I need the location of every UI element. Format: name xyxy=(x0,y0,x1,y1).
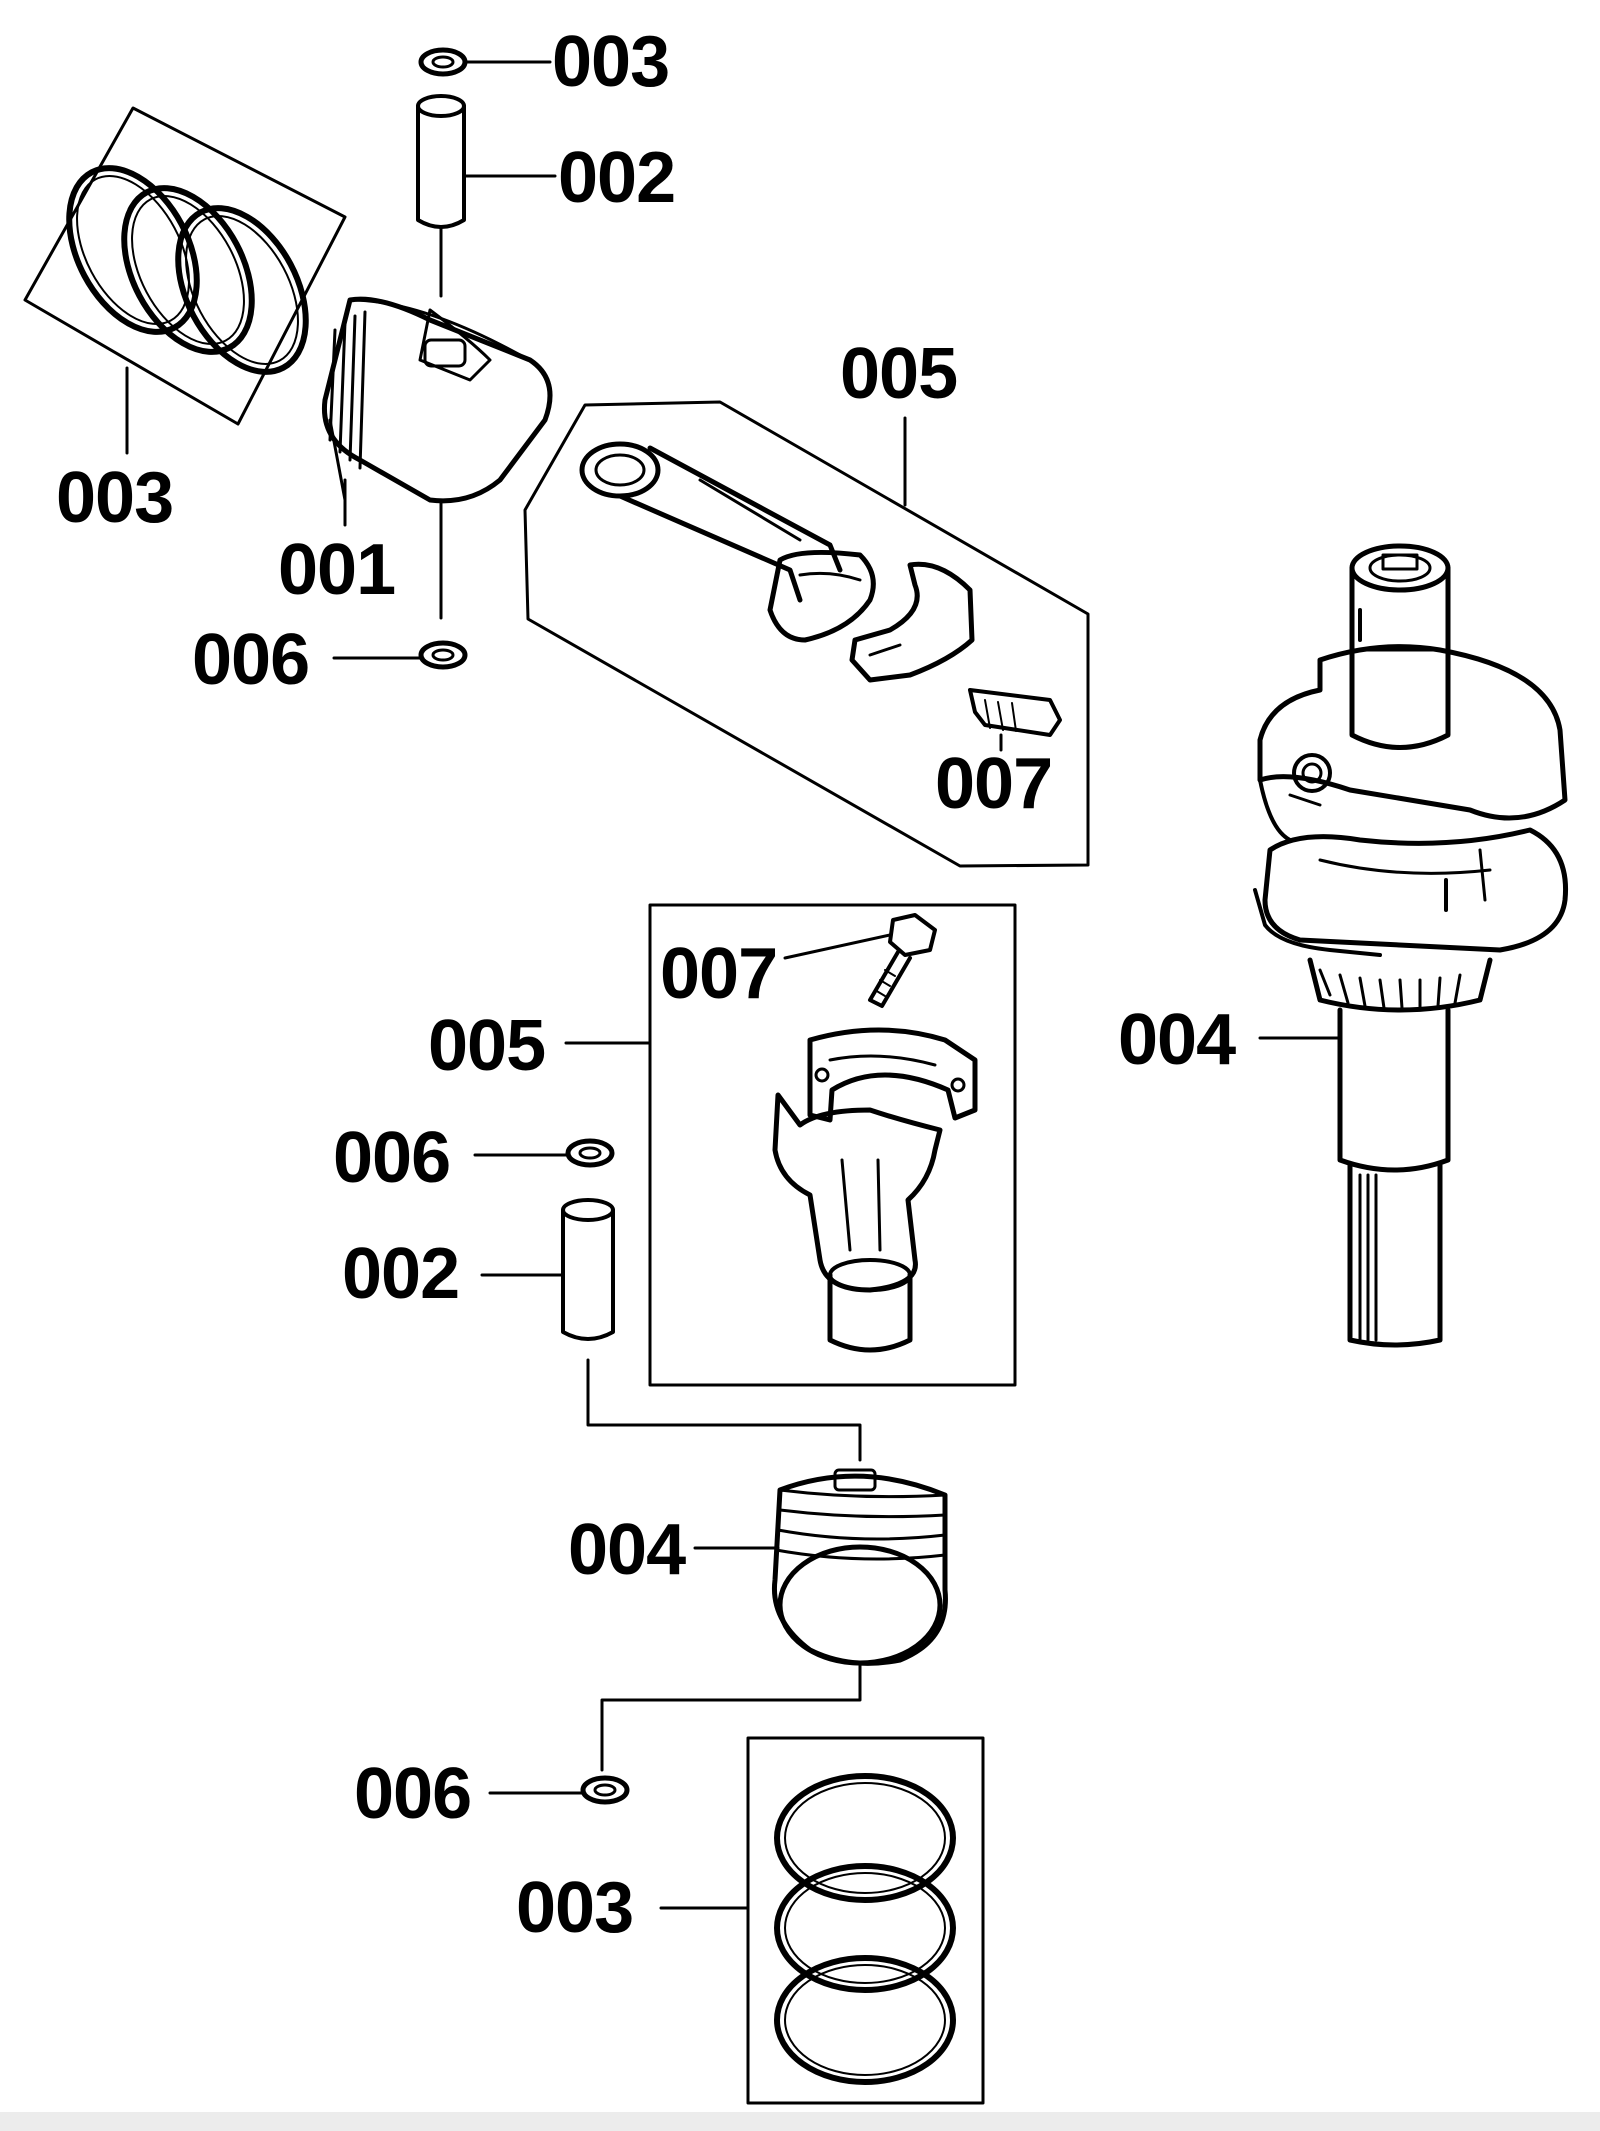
callout-crankshaft: 004 xyxy=(1118,1000,1236,1080)
callout-top-lower-circlip: 006 xyxy=(192,620,310,700)
top-pin-icon xyxy=(416,94,557,298)
bottom-piston-icon xyxy=(600,1468,948,1772)
bottom-lower-circlip-icon xyxy=(488,1775,630,1805)
callout-bottom-pin: 002 xyxy=(342,1234,460,1314)
bottom-ring-set-icon xyxy=(659,1736,985,2105)
crankshaft-icon xyxy=(1253,543,1569,1348)
top-lower-circlip-icon xyxy=(332,640,468,670)
top-piston-icon xyxy=(321,296,553,620)
callout-bottom-piston: 004 xyxy=(568,1510,686,1590)
callout-top-conrod-bolt: 007 xyxy=(935,744,1053,824)
bottom-pin-icon xyxy=(480,1198,862,1462)
callout-bottom-conrod: 005 xyxy=(428,1006,546,1086)
callout-top-piston: 001 xyxy=(278,530,396,610)
callout-top-pin: 002 xyxy=(558,138,676,218)
callout-bottom-lower-circlip: 006 xyxy=(354,1754,472,1834)
footer-band xyxy=(0,2112,1600,2131)
bottom-upper-circlip-icon xyxy=(473,1138,615,1168)
callout-bottom-ring-set: 003 xyxy=(516,1868,634,1948)
bottom-conrod-icon xyxy=(564,903,1017,1387)
top-ring-set-icon xyxy=(23,106,347,455)
callout-top-conrod: 005 xyxy=(840,334,958,414)
callout-top-circlip: 003 xyxy=(552,22,670,102)
callout-top-ring-set: 003 xyxy=(56,458,174,538)
top-circlip-icon xyxy=(418,47,552,77)
callout-bottom-upper-circlip: 006 xyxy=(333,1118,451,1198)
callout-bottom-conrod-bolt: 007 xyxy=(660,934,778,1014)
top-conrod-icon xyxy=(523,400,1090,868)
